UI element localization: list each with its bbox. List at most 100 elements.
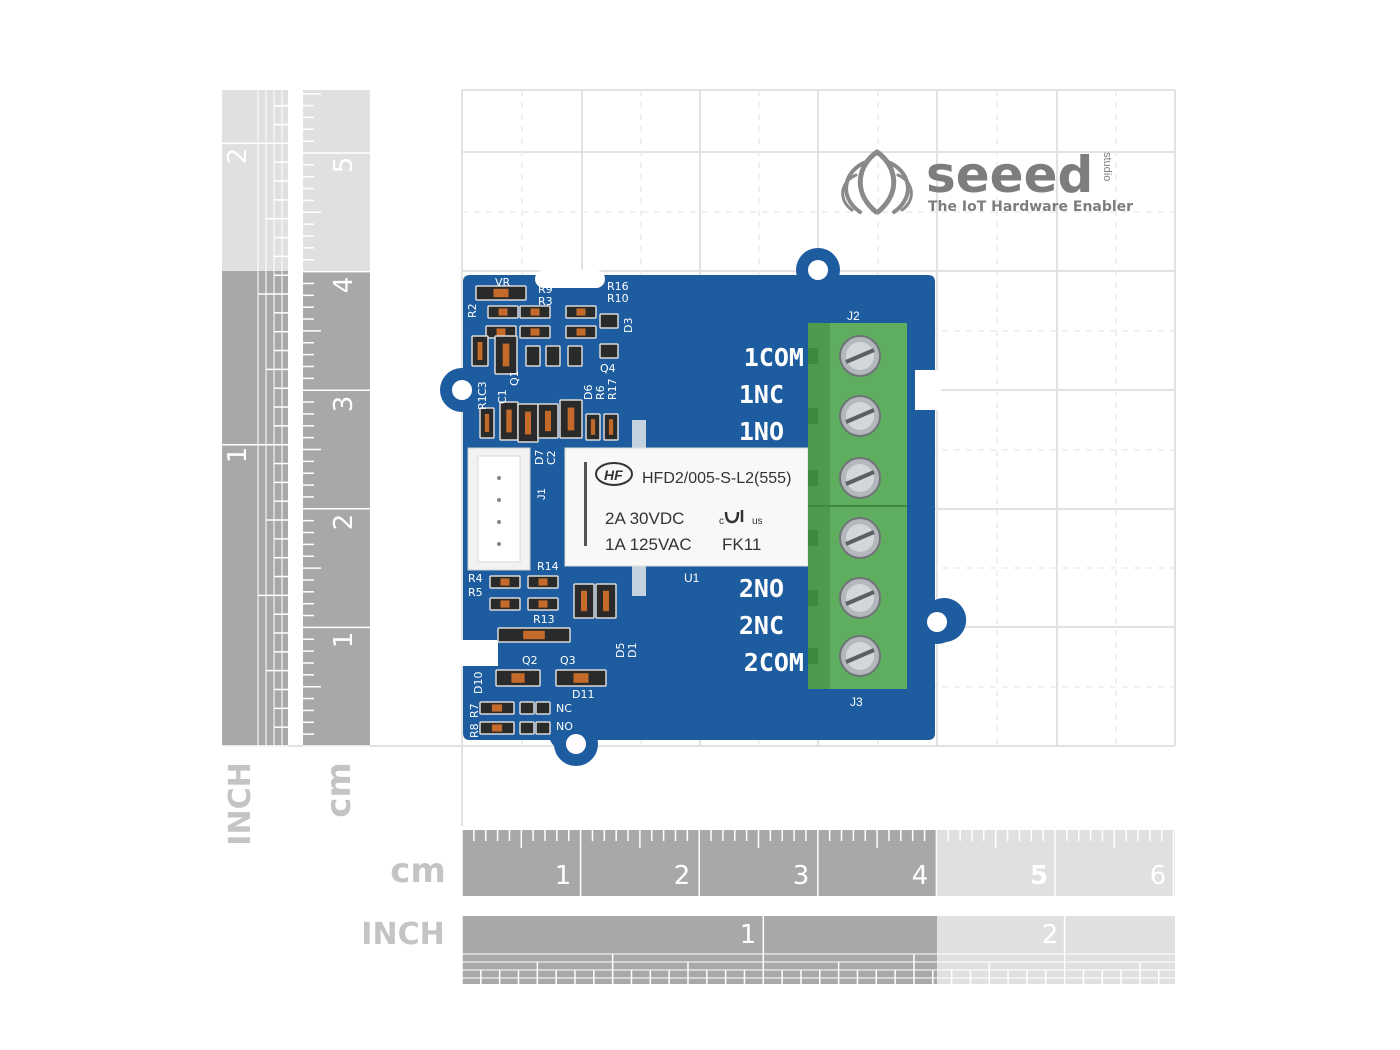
silk-no: NO bbox=[556, 720, 573, 733]
smd-part-band bbox=[502, 343, 510, 367]
vertical-cm-ruler: 5 4 3 2 1 bbox=[303, 90, 370, 747]
silk-d3: D3 bbox=[622, 318, 635, 333]
ul-cert-mark: c bbox=[719, 516, 724, 527]
smd-part bbox=[545, 345, 561, 367]
smd-part-band bbox=[567, 407, 575, 431]
smd-part-band bbox=[576, 308, 586, 316]
smd-part bbox=[519, 721, 535, 735]
vertical-cm-number-2: 2 bbox=[329, 514, 359, 531]
silk-nc: NC bbox=[556, 702, 572, 715]
silk-d6: D6 bbox=[582, 385, 595, 400]
smd-part-band bbox=[511, 673, 525, 683]
vertical-cm-number-4: 4 bbox=[329, 277, 359, 294]
smd-part-band bbox=[545, 410, 551, 432]
vertical-inch-label: INCH bbox=[223, 762, 258, 845]
silk-r10: R10 bbox=[607, 292, 629, 305]
ul-cert-icon bbox=[724, 510, 744, 524]
terminal-wire-port bbox=[808, 408, 818, 424]
smd-part-band bbox=[576, 328, 586, 336]
silk-c1: C1 bbox=[496, 389, 509, 404]
smd-part-band bbox=[603, 590, 609, 612]
smd-part-band bbox=[496, 328, 506, 336]
silk-r17: R17 bbox=[606, 378, 619, 400]
relay-part-number: HFD2/005-S-L2(555) bbox=[642, 470, 791, 487]
silk-vr: VR bbox=[495, 276, 511, 289]
terminal-label-1nc: 1NC bbox=[739, 380, 784, 409]
vertical-inch-number-1: 1 bbox=[223, 447, 253, 464]
terminal-label-1no: 1NO bbox=[739, 417, 784, 446]
smd-part-band bbox=[538, 600, 548, 608]
terminal-wire-port bbox=[808, 648, 818, 664]
silk-r7: R7 bbox=[468, 703, 481, 718]
horizontal-inch-number-1: 1 bbox=[740, 920, 757, 950]
screw-terminal-block bbox=[808, 323, 907, 689]
terminal-screw-slot bbox=[845, 408, 875, 424]
smd-part-band bbox=[477, 342, 483, 360]
vertical-inch-number-2: 2 bbox=[223, 148, 253, 165]
smd-part-band bbox=[523, 630, 545, 640]
silk-r14: R14 bbox=[537, 560, 559, 573]
terminal-wire-port bbox=[808, 348, 818, 364]
relay-rating-ac: 1A 125VAC bbox=[605, 535, 692, 554]
hf-logo-icon bbox=[595, 462, 633, 486]
ul-cert-us: us bbox=[752, 516, 763, 527]
smd-part-band bbox=[573, 673, 589, 683]
smd-part bbox=[599, 313, 619, 329]
relay-logo: HF bbox=[604, 467, 623, 483]
smd-components bbox=[471, 285, 619, 735]
vertical-cm-number-3: 3 bbox=[329, 396, 359, 413]
terminal-screw-slot bbox=[845, 648, 875, 664]
smd-part-band bbox=[581, 590, 587, 612]
silk-d7: D7 bbox=[533, 450, 546, 465]
silk-d1: D1 bbox=[626, 643, 639, 658]
terminal-label-1com: 1COM bbox=[744, 343, 804, 372]
terminal-wire-port bbox=[808, 590, 818, 606]
horizontal-inch-label: INCH bbox=[361, 917, 444, 952]
silk-r16: R16 bbox=[607, 280, 629, 293]
terminal-labels: 1COM 1NC 1NO 2NO 2NC 2COM bbox=[739, 343, 804, 677]
silk-q4: Q4 bbox=[600, 362, 616, 375]
vertical-inch-ruler: 2 1 bbox=[222, 90, 288, 747]
smd-part-band bbox=[498, 308, 508, 316]
terminal-label-2com: 2COM bbox=[744, 648, 804, 677]
terminal-label-2no: 2NO bbox=[739, 574, 784, 603]
horizontal-cm-number-1: 1 bbox=[555, 861, 572, 891]
label-j2: J2 bbox=[847, 309, 860, 323]
horizontal-cm-number-5: 5 bbox=[1030, 861, 1048, 891]
smd-part-band bbox=[493, 288, 509, 298]
smd-part bbox=[519, 701, 535, 715]
smd-part bbox=[535, 701, 551, 715]
silk-r2: R2 bbox=[466, 303, 479, 318]
smd-part-band bbox=[525, 411, 531, 435]
horizontal-cm-number-6: 6 bbox=[1150, 861, 1167, 891]
smd-part-band bbox=[491, 724, 503, 732]
smd-part-band bbox=[500, 578, 510, 586]
relay-board: J1 HF HFD2/005-S-L2(555) 2A 30VDC 1A 125… bbox=[440, 248, 967, 766]
smd-part-band bbox=[506, 409, 512, 433]
terminal-screw-slot bbox=[845, 348, 875, 364]
horizontal-cm-label: cm bbox=[390, 851, 446, 891]
smd-part-band bbox=[530, 308, 540, 316]
silk-r1: R1 bbox=[476, 395, 489, 410]
silk-r6: R6 bbox=[594, 385, 607, 400]
horizontal-cm-ruler: 1 2 3 4 5 6 bbox=[461, 830, 1175, 896]
silk-q3: Q3 bbox=[560, 654, 576, 667]
silk-q1: Q1 bbox=[508, 370, 521, 386]
smd-part bbox=[525, 345, 541, 367]
silk-c2: C2 bbox=[545, 450, 558, 465]
vertical-cm-label: cm bbox=[319, 762, 359, 818]
brand-name: seeed bbox=[926, 146, 1093, 204]
brand-tagline: The IoT Hardware Enabler bbox=[928, 199, 1133, 215]
silk-r9: R9 bbox=[538, 283, 553, 296]
relay-rating-dc: 2A 30VDC bbox=[605, 509, 684, 528]
silk-r5: R5 bbox=[468, 586, 483, 599]
horizontal-cm-number-2: 2 bbox=[674, 861, 691, 891]
vertical-cm-number-1: 1 bbox=[329, 632, 359, 649]
horizontal-inch-number-2: 2 bbox=[1042, 920, 1059, 950]
smd-part-band bbox=[608, 419, 614, 435]
relay-cert-code: FK11 bbox=[722, 535, 761, 554]
terminal-screw-slot bbox=[845, 530, 875, 546]
seeed-logo: seeed studio The IoT Hardware Enabler bbox=[841, 146, 1133, 215]
silk-r13: R13 bbox=[533, 613, 555, 626]
